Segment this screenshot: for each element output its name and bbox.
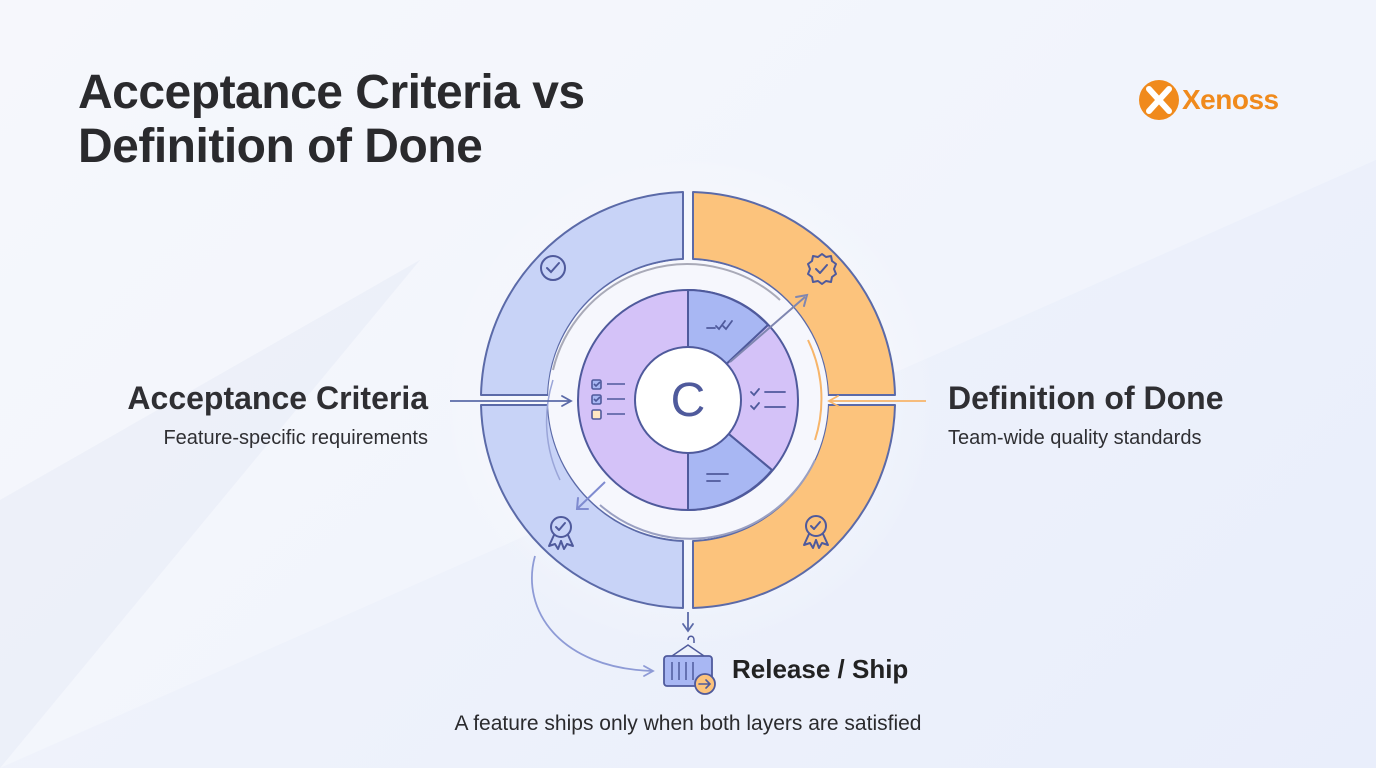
top-arc-line bbox=[552, 263, 781, 371]
right-connector-arrow bbox=[827, 395, 926, 407]
page-title: Acceptance Criteria vs Definition of Don… bbox=[78, 66, 778, 174]
right-arc-line bbox=[807, 339, 823, 441]
double-check-icon bbox=[706, 320, 733, 331]
left-connector-arrow bbox=[450, 395, 573, 407]
center-core bbox=[634, 346, 742, 454]
verified-badge-icon bbox=[807, 253, 837, 285]
diagonal-arrow bbox=[729, 293, 809, 363]
brand-logo: Xenoss bbox=[1138, 80, 1279, 120]
award-ribbon-icon-left bbox=[548, 516, 574, 550]
acceptance-criteria-title: Acceptance Criteria bbox=[127, 380, 428, 416]
inner-down-left-arrow bbox=[575, 481, 606, 510]
award-ribbon-icon-right bbox=[803, 515, 829, 549]
curved-release-arrow bbox=[531, 555, 655, 677]
outer-ring-top-left-segment bbox=[480, 191, 684, 396]
check-circle-icon bbox=[540, 255, 566, 281]
bottom-arc-line bbox=[599, 459, 816, 540]
text-lines-icon bbox=[706, 473, 729, 482]
footnote: A feature ships only when both layers ar… bbox=[454, 712, 922, 735]
check-list-right-icon bbox=[750, 388, 786, 411]
center-glyph: C bbox=[671, 374, 706, 427]
brand-logo-icon bbox=[1139, 80, 1179, 120]
release-label: Release / Ship bbox=[732, 654, 909, 684]
outer-ring-bottom-left-segment bbox=[480, 404, 684, 609]
shipping-container-icon bbox=[663, 635, 716, 695]
acceptance-criteria-subtitle: Feature-specific requirements bbox=[163, 427, 428, 449]
page-title-line-1: Acceptance Criteria vs bbox=[78, 66, 585, 119]
left-arc-line bbox=[545, 379, 561, 481]
down-arrow bbox=[682, 612, 694, 633]
outer-ring-top-right-segment bbox=[692, 191, 896, 396]
definition-of-done-title: Definition of Done bbox=[948, 380, 1224, 416]
checklist-icon bbox=[591, 379, 625, 420]
definition-of-done-subtitle: Team-wide quality standards bbox=[948, 427, 1202, 449]
page-title-line-2: Definition of Done bbox=[78, 120, 483, 173]
brand-name: Xenoss bbox=[1182, 84, 1279, 115]
